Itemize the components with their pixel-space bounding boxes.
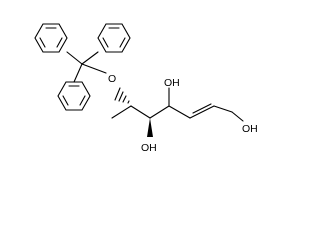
solid-wedge-bond (147, 118, 153, 137)
trityl-group (34, 23, 131, 111)
hydroxyl-label-c1: OH (242, 123, 258, 135)
hashed-wedge-bond (114, 87, 130, 104)
trityl-oxygen-bond (81, 63, 107, 74)
trityl-bond (73, 63, 83, 83)
hydroxyl-label-c4: OH (164, 77, 180, 89)
ether-oxygen-label: O (108, 73, 116, 85)
phenyl-ring (97, 23, 131, 53)
hydroxyl-label-c5: OH (141, 142, 157, 154)
trityl-bond (66, 51, 83, 65)
phenyl-ring (57, 81, 91, 111)
phenyl-ring (34, 23, 68, 53)
trityl-bond (81, 51, 99, 65)
carbon-chain (111, 87, 244, 122)
chemical-structure-diagram: O OH OH OH (34, 23, 258, 154)
